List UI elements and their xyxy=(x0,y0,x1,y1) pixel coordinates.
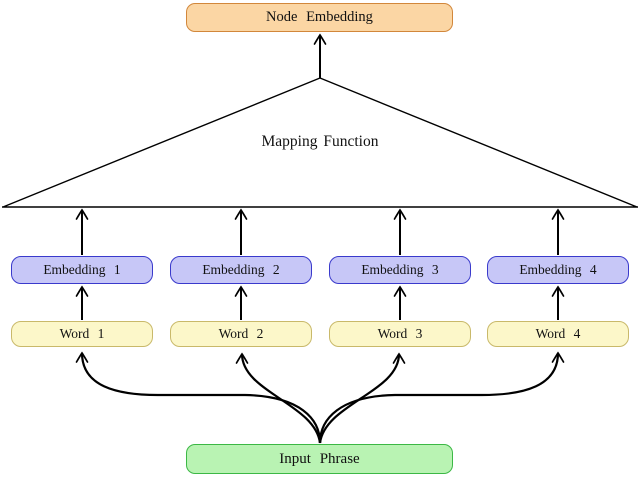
embedding-3-box: Embedding 3 xyxy=(329,256,471,284)
embedding-1-box: Embedding 1 xyxy=(11,256,153,284)
mapping-triangle xyxy=(2,77,638,208)
word-3-label: Word 3 xyxy=(377,326,423,342)
node-embedding-box: Node Embedding xyxy=(186,3,453,32)
embedding-4-label: Embedding 4 xyxy=(519,262,597,278)
word-3-box: Word 3 xyxy=(329,321,471,347)
word-2-box: Word 2 xyxy=(170,321,312,347)
embedding-1-label: Embedding 1 xyxy=(43,262,121,278)
embedding-2-label: Embedding 2 xyxy=(202,262,280,278)
input-phrase-label: Input Phrase xyxy=(279,450,360,467)
word-2-label: Word 2 xyxy=(218,326,264,342)
arrow-input-to-word1 xyxy=(75,351,322,444)
word-4-box: Word 4 xyxy=(487,321,629,347)
node-embedding-label: Node Embedding xyxy=(266,9,373,26)
arrow-input-to-word2 xyxy=(235,352,322,444)
input-phrase-box: Input Phrase xyxy=(186,444,453,474)
embedding-2-box: Embedding 2 xyxy=(170,256,312,284)
arrow-input-to-word3 xyxy=(318,352,406,444)
embedding-4-box: Embedding 4 xyxy=(487,256,629,284)
arrow-input-to-word4 xyxy=(318,351,565,444)
word-1-box: Word 1 xyxy=(11,321,153,347)
mapping-function-label: Mapping Function xyxy=(261,133,379,150)
embedding-3-label: Embedding 3 xyxy=(361,262,439,278)
word-1-label: Word 1 xyxy=(59,326,105,342)
word-4-label: Word 4 xyxy=(535,326,581,342)
